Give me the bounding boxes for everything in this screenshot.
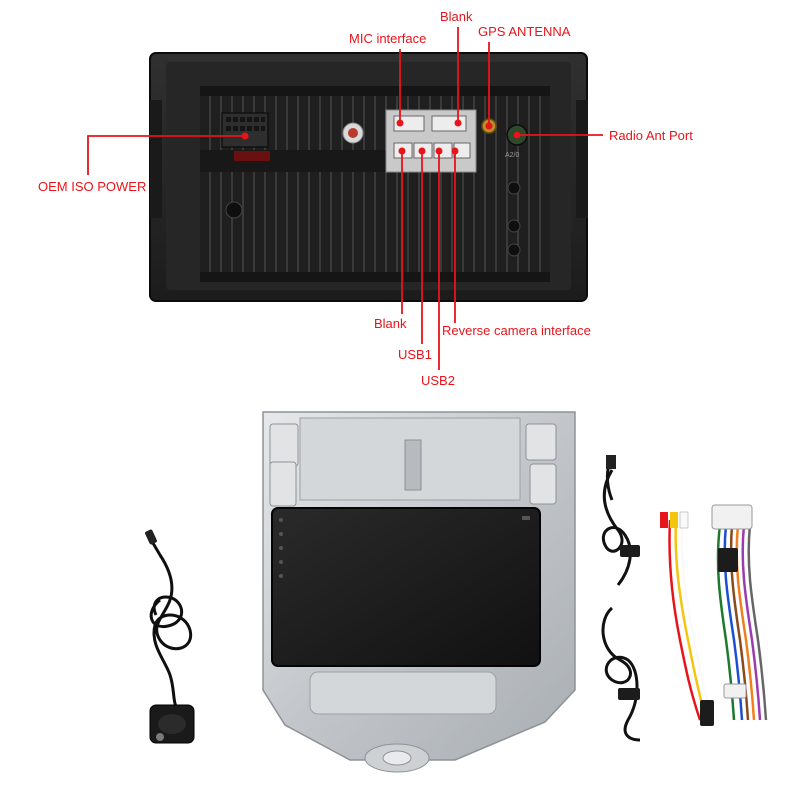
label-radio-ant-port: Radio Ant Port (609, 128, 693, 143)
label-gps-antenna: GPS ANTENNA (478, 24, 571, 39)
android-status-bar-icon (522, 516, 530, 520)
head-unit-rear-view: A2/0 (87, 27, 603, 370)
label-reverse-camera: Reverse camera interface (442, 323, 591, 338)
usb-port-marking: A2/0 (505, 152, 520, 159)
gps-antenna-accessory (145, 529, 195, 744)
screw-holes (225, 181, 521, 257)
label-blank-top: Blank (440, 9, 473, 24)
head-unit-screen (271, 507, 541, 667)
gps-antenna-puck-icon (149, 704, 195, 744)
usb-cable-upper (601, 455, 640, 586)
label-oem-iso-power: OEM ISO POWER (38, 179, 147, 194)
heatsink-fins (200, 86, 550, 282)
callout-leaders (87, 27, 603, 370)
label-mic-interface: MIC interface (349, 31, 427, 46)
iso-power-connector (221, 112, 270, 161)
label-usb1: USB1 (398, 347, 432, 362)
usb-cable-lower (601, 606, 641, 742)
android-nav-bar-icon (279, 518, 283, 578)
rca-plugs (660, 504, 753, 726)
callout-dots (241, 119, 521, 155)
label-blank-bottom: Blank (374, 316, 407, 331)
label-usb2: USB2 (421, 373, 455, 388)
wiring-harness (668, 519, 768, 721)
